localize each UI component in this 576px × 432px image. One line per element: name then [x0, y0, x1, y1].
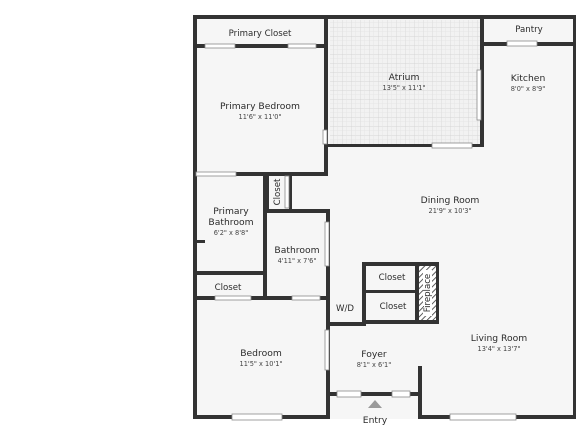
windows	[195, 40, 538, 421]
living-room-label: Living Room	[471, 333, 527, 344]
closet-center-top-label: Closet	[379, 273, 406, 283]
bedroom-dims: 11'5" x 10'1"	[240, 360, 283, 368]
foyer-dims: 8'1" x 6'1"	[357, 361, 392, 369]
primary-bathroom-label-line2: Bathroom	[208, 217, 253, 228]
foyer-label: Foyer	[361, 349, 387, 360]
primary-closet-label: Primary Closet	[229, 29, 292, 39]
fireplace-label: Fireplace	[423, 274, 433, 312]
walls	[193, 15, 576, 419]
wd-label: W/D	[336, 304, 354, 314]
kitchen-label: Kitchen	[511, 73, 546, 84]
living-room-dims: 13'4" x 13'7"	[478, 345, 521, 353]
pantry-label: Pantry	[515, 25, 543, 35]
primary-bathroom-label-line1: Primary	[213, 206, 249, 217]
primary-bedroom-label: Primary Bedroom	[220, 101, 300, 112]
bedroom-label: Bedroom	[240, 348, 282, 359]
closet-center-bottom-label: Closet	[380, 302, 407, 312]
primary-bedroom-dims: 11'6" x 11'0"	[239, 113, 282, 121]
kitchen-dims: 8'0" x 8'9"	[511, 85, 546, 93]
primary-bathroom-dims: 6'2" x 8'8"	[214, 229, 249, 237]
entry-arrow-icon	[368, 400, 382, 408]
atrium-label: Atrium	[389, 72, 420, 83]
entry-label: Entry	[363, 415, 388, 426]
atrium-floor	[330, 20, 480, 145]
bathroom-label: Bathroom	[274, 245, 319, 256]
bathroom-dims: 4'11" x 7'6"	[278, 257, 317, 265]
room-labels: Primary Closet Atrium 13'5" x 11'1" Pant…	[208, 25, 545, 426]
dining-room-dims: 21'9" x 10'3"	[429, 207, 472, 215]
dining-room-label: Dining Room	[421, 195, 480, 206]
closet-vertical-label: Closet	[273, 178, 283, 205]
atrium-dims: 13'5" x 11'1"	[383, 84, 426, 92]
closet-left-label: Closet	[215, 283, 242, 293]
